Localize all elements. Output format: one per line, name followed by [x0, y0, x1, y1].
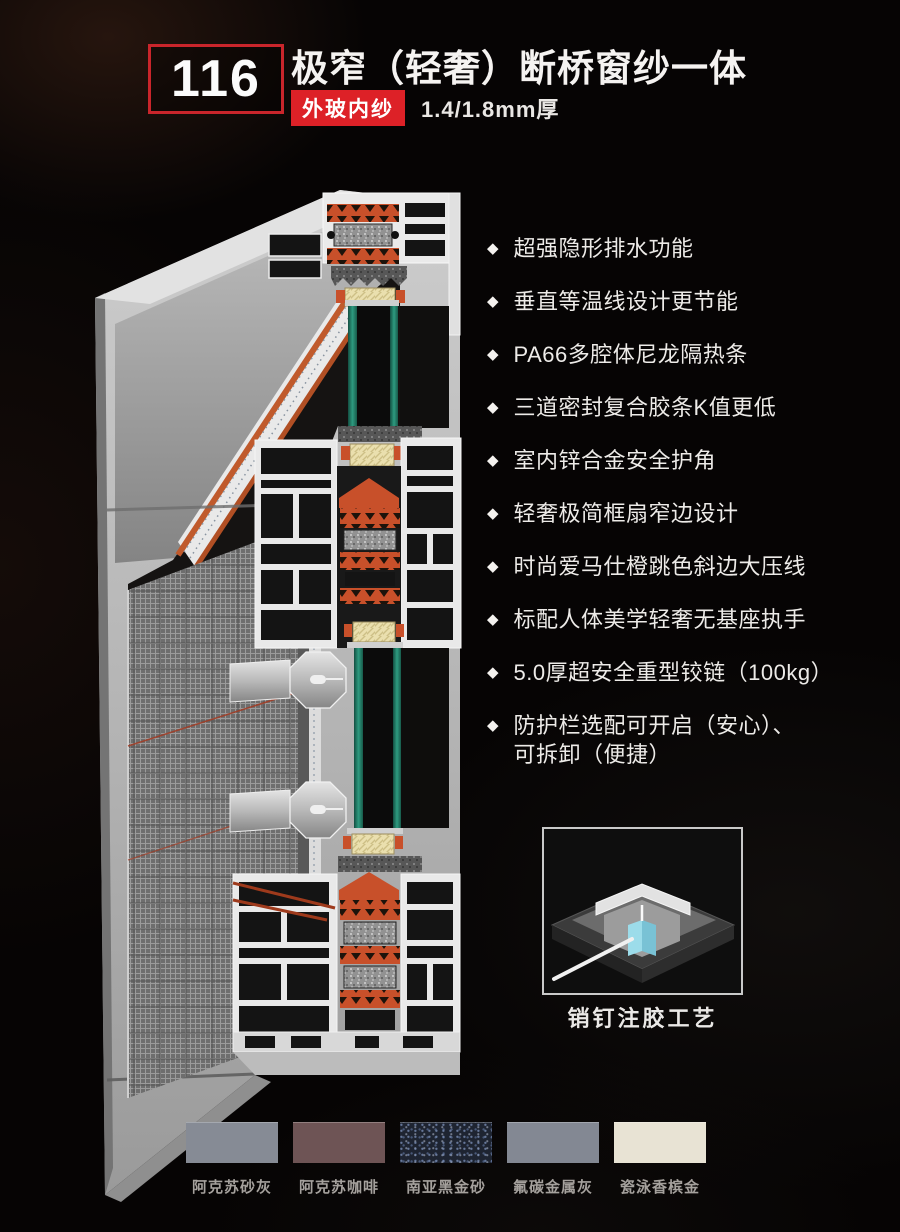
diamond-bullet-icon: ◆: [487, 717, 499, 734]
top-frame-cross-section: [268, 192, 461, 336]
feature-text: 三道密封复合胶条K值更低: [513, 395, 777, 420]
feature-item: ◆ 室内锌合金安全护角: [487, 446, 887, 475]
feature-text: PA66多腔体尼龙隔热条: [513, 342, 748, 367]
swatch-chip: [186, 1122, 278, 1163]
swatch-chip: [400, 1122, 492, 1163]
diamond-bullet-icon: ◆: [487, 558, 499, 575]
inset-caption: 销钉注胶工艺: [567, 1006, 718, 1031]
profile-base-edge-left: [552, 925, 642, 983]
corner-joint-illustration: [544, 829, 741, 993]
bottom-frame-cross-section: [232, 828, 461, 1075]
frame-left-edge: [95, 293, 113, 1195]
window-cutaway-render: [55, 148, 485, 1213]
swatch-item: 阿克苏咖啡: [293, 1122, 385, 1197]
roller-tube-upper: [229, 651, 347, 709]
feature-item: ◆ 轻奢极简框扇窄边设计: [487, 499, 887, 528]
page-title: 极窄（轻奢）断桥窗纱一体: [291, 48, 747, 89]
thickness-label: 1.4/1.8mm厚: [421, 97, 560, 122]
swatch-label: 阿克苏砂灰: [191, 1179, 272, 1196]
feature-item: ◆ 三道密封复合胶条K值更低: [487, 393, 887, 422]
feature-item: ◆ 防护栏选配可开启（安心）、可拆卸（便捷）: [487, 711, 887, 769]
swatch-item: 瓷泳香槟金: [614, 1122, 706, 1197]
feature-list: ◆ 超强隐形排水功能 ◆ 垂直等温线设计更节能 ◆ PA66多腔体尼龙隔热条 ◆ 三道密封复合…: [487, 234, 887, 793]
color-swatch-row: 阿克苏砂灰 阿克苏咖啡 南亚黑金砂 氟碳金属灰 瓷泳香槟金: [186, 1122, 706, 1197]
frame-soffit: [115, 204, 400, 563]
glass-unit-lower: [354, 648, 449, 828]
frame-top-face: [95, 190, 395, 304]
feature-item: ◆ 5.0厚超安全重型铰链（100kg）: [487, 658, 887, 687]
glass-unit-upper: [348, 306, 449, 428]
feature-text: 时尚爱马仕橙跳色斜边大压线: [513, 554, 807, 579]
corner-bracket: [595, 883, 691, 916]
diamond-bullet-icon: ◆: [487, 399, 499, 416]
profile-base-edge-right: [642, 925, 734, 983]
diamond-bullet-icon: ◆: [487, 346, 499, 363]
spec-badge: 外玻内纱: [291, 90, 405, 126]
feature-text: 轻奢极简框扇窄边设计: [513, 501, 739, 526]
swatch-item: 氟碳金属灰: [507, 1122, 599, 1197]
header-subrow: 外玻内纱 1.4/1.8mm厚: [291, 90, 559, 126]
diamond-bullet-icon: ◆: [487, 664, 499, 681]
diamond-bullet-icon: ◆: [487, 611, 499, 628]
swatch-item: 阿克苏砂灰: [186, 1122, 278, 1197]
feature-item: ◆ PA66多腔体尼龙隔热条: [487, 340, 887, 369]
swatch-label: 阿克苏咖啡: [298, 1179, 379, 1196]
injection-needle: [552, 937, 634, 981]
swatch-label: 氟碳金属灰: [512, 1179, 593, 1196]
swatch-chip: [293, 1122, 385, 1163]
feature-text: 标配人体美学轻奢无基座执手: [513, 607, 807, 632]
swatch-chip: [614, 1122, 706, 1163]
meeting-rails-cross-section: [254, 426, 462, 649]
feature-text: 超强隐形排水功能: [513, 236, 694, 261]
feature-item: ◆ 时尚爱马仕橙跳色斜边大压线: [487, 552, 887, 581]
diamond-bullet-icon: ◆: [487, 293, 499, 310]
feature-item: ◆ 超强隐形排水功能: [487, 234, 887, 263]
swatch-label: 瓷泳香槟金: [619, 1179, 700, 1196]
feature-item: ◆ 标配人体美学轻奢无基座执手: [487, 605, 887, 634]
swatch-chip: [507, 1122, 599, 1163]
diamond-bullet-icon: ◆: [487, 505, 499, 522]
model-number-box: 116: [148, 44, 284, 114]
feature-text: 5.0厚超安全重型铰链（100kg）: [513, 660, 834, 685]
diamond-bullet-icon: ◆: [487, 452, 499, 469]
feature-text: 防护栏选配可开启（安心）、可拆卸（便捷）: [513, 713, 796, 767]
glue-block-right: [642, 920, 656, 956]
diamond-bullet-icon: ◆: [487, 240, 499, 257]
cutaway-render-svg: [95, 190, 462, 1202]
feature-text: 室内锌合金安全护角: [513, 448, 717, 473]
swatch-item: 南亚黑金砂: [400, 1122, 492, 1197]
feature-text: 垂直等温线设计更节能: [513, 289, 739, 314]
corner-joint-inset: [542, 827, 743, 995]
model-number: 116: [171, 50, 261, 108]
feature-item: ◆ 垂直等温线设计更节能: [487, 287, 887, 316]
swatch-label: 南亚黑金砂: [405, 1179, 486, 1196]
roller-tube-lower: [229, 781, 347, 839]
glue-block-left: [628, 920, 642, 956]
